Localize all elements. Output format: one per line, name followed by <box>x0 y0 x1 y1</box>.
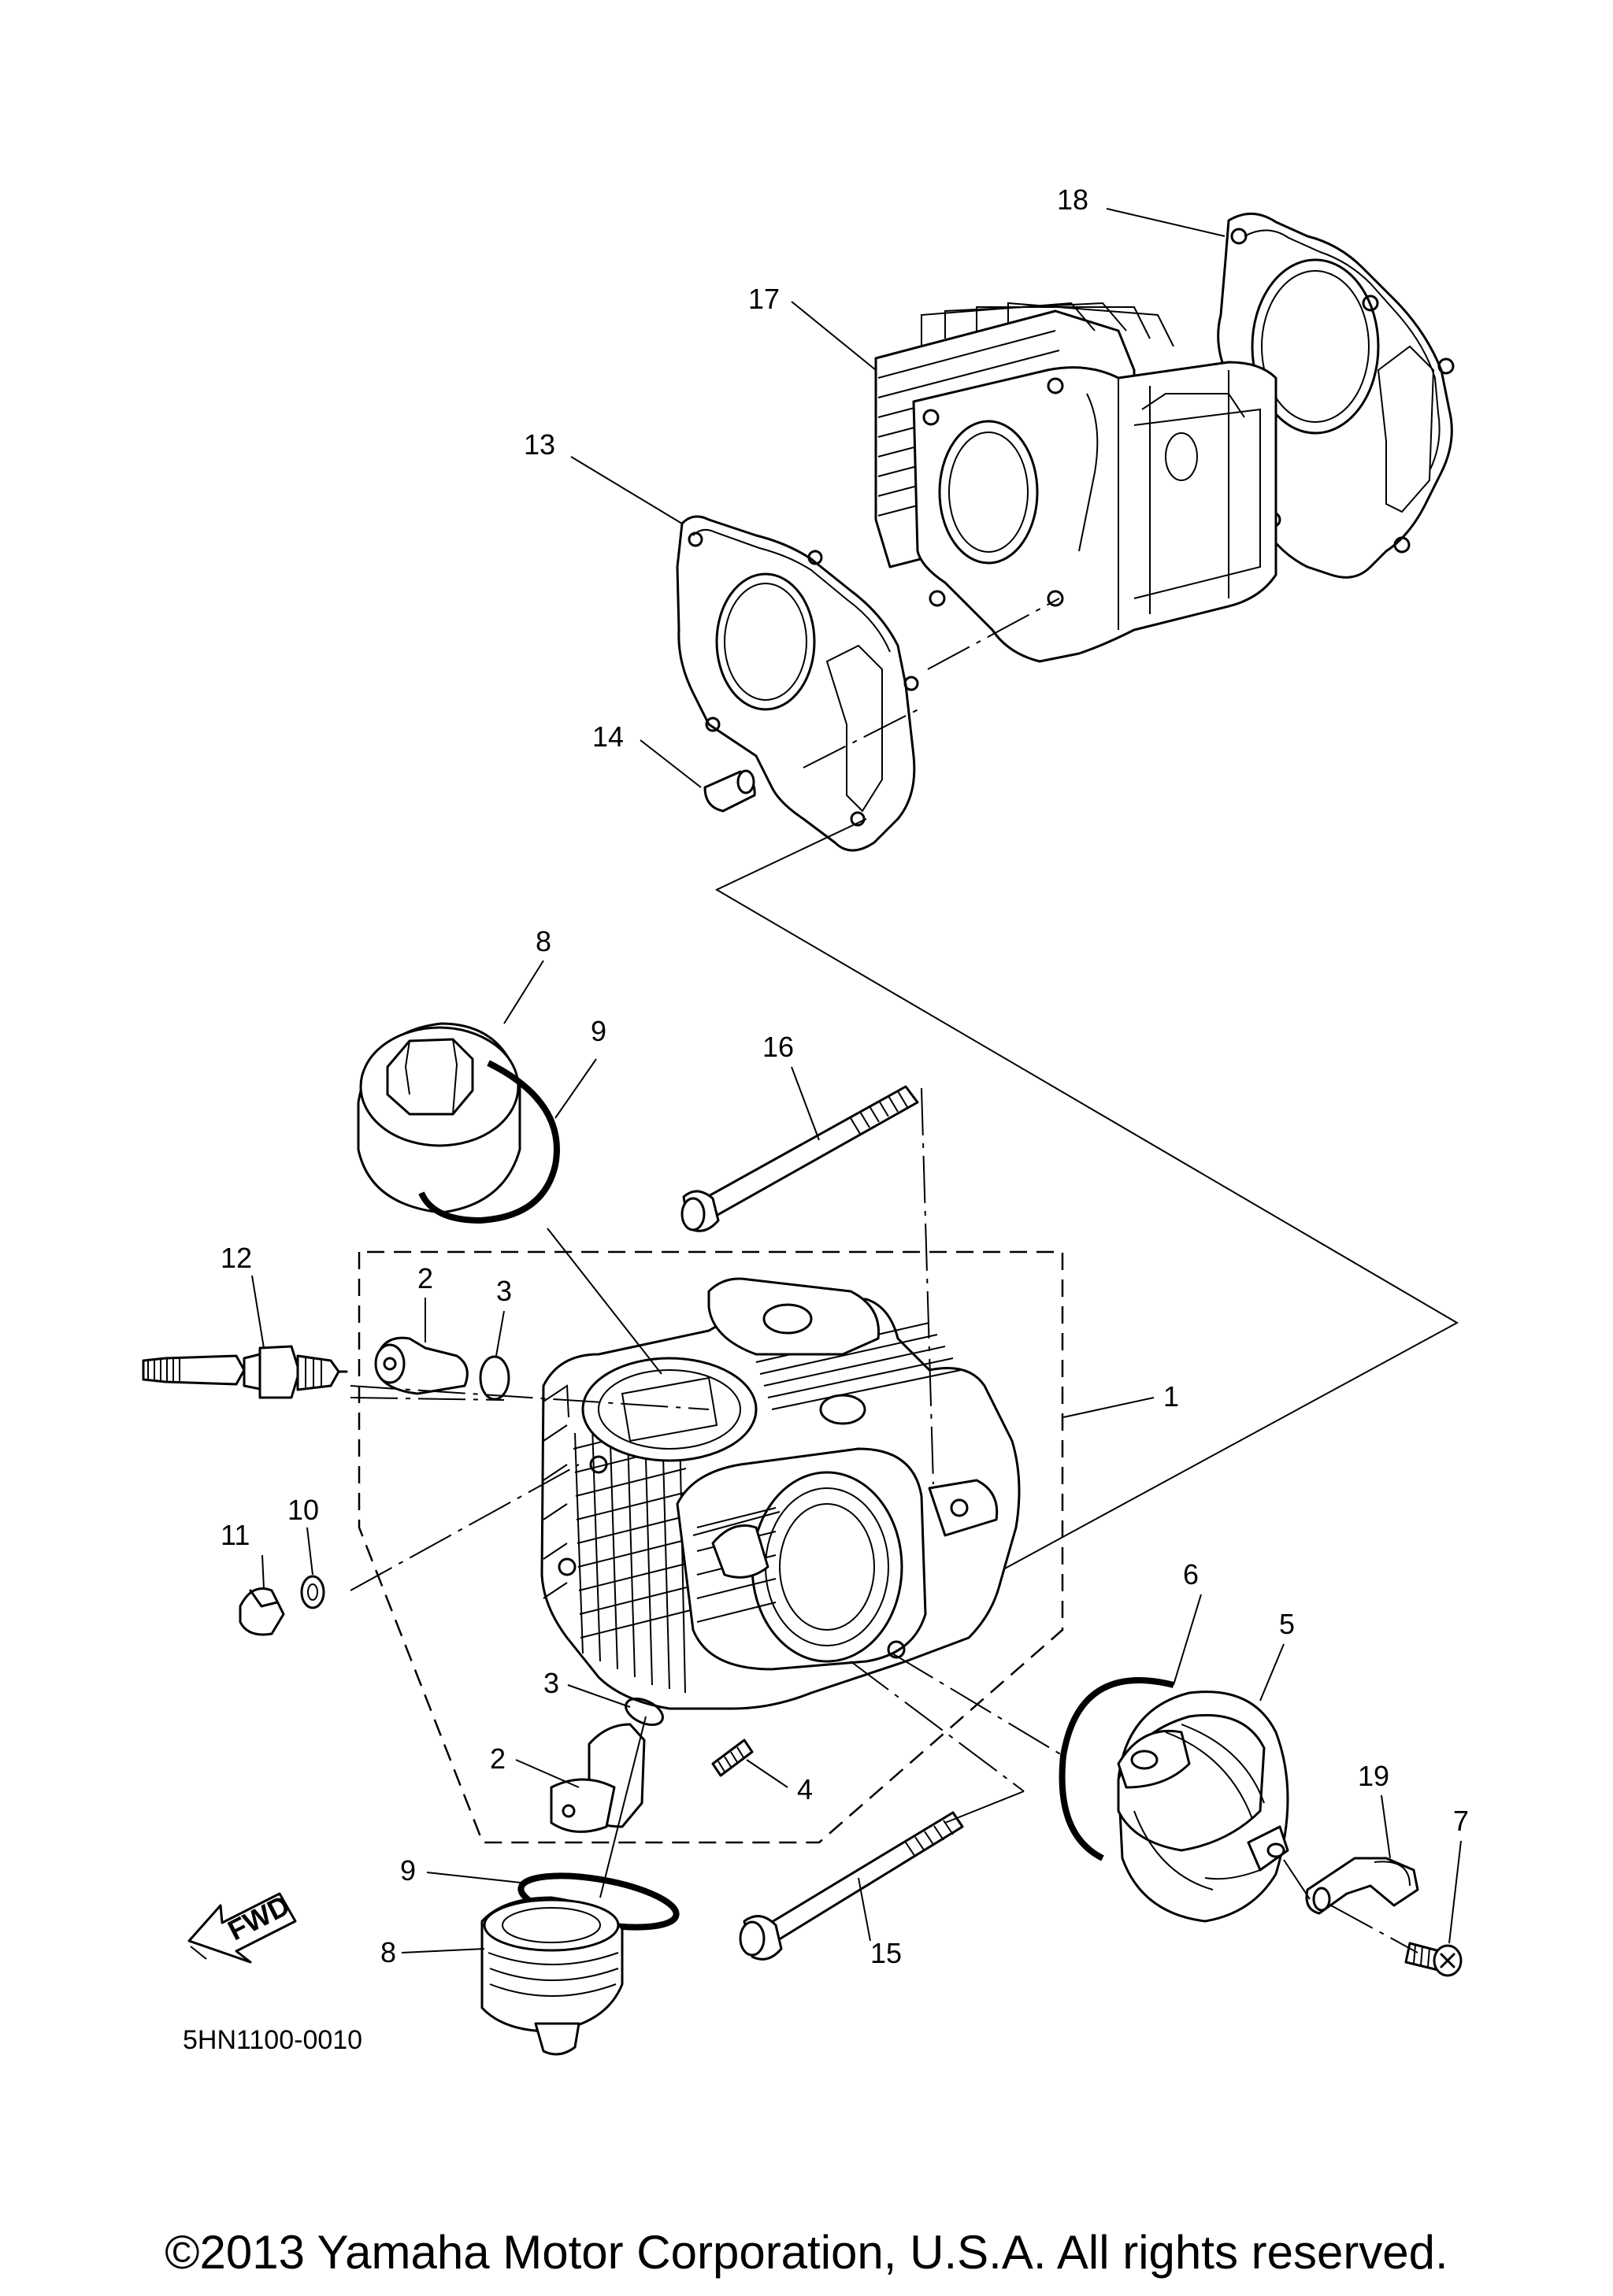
part-8-cap-bottom <box>480 1896 624 2056</box>
part-11-plug <box>239 1587 285 1636</box>
part-17-cylinder <box>874 302 1277 663</box>
callout-18: 18 <box>1057 183 1088 216</box>
part-12-spark-plug <box>142 1345 348 1399</box>
callout-4: 4 <box>797 1773 813 1805</box>
callout-15: 15 <box>870 1937 902 1969</box>
part-8-cap-top <box>357 1022 521 1214</box>
callout-2-top: 2 <box>417 1262 433 1294</box>
part-5-side-cover <box>1117 1691 1289 1923</box>
part-4-stud <box>711 1739 754 1777</box>
callout-17: 17 <box>748 283 780 315</box>
fwd-arrow-icon: FWD <box>187 1889 297 1964</box>
part-1-cylinder-head <box>540 1277 1021 1710</box>
leader-lines <box>251 208 1462 1953</box>
part-14-dowel-pin <box>703 769 756 813</box>
callout-5: 5 <box>1279 1608 1295 1640</box>
callout-3-bottom: 3 <box>543 1667 559 1699</box>
part-10-washer <box>300 1575 325 1609</box>
diagram-code: 5HN1100-0010 <box>183 2025 362 2055</box>
callout-13: 13 <box>524 428 555 461</box>
callout-9-top: 9 <box>591 1015 606 1047</box>
part-19-clamp <box>1305 1857 1419 1915</box>
callout-7: 7 <box>1453 1805 1469 1837</box>
callout-19: 19 <box>1358 1760 1389 1792</box>
callout-1: 1 <box>1163 1380 1179 1413</box>
callout-labels: 18 17 13 14 8 9 16 12 2 3 1 10 11 3 2 4 … <box>221 183 1469 1969</box>
part-13-base-gasket <box>676 515 919 852</box>
callout-2-bottom: 2 <box>490 1742 506 1775</box>
part-15-bolt <box>739 1811 964 1961</box>
part-7-screw <box>1404 1942 1463 1977</box>
callout-16: 16 <box>762 1031 794 1063</box>
copyright-notice: ©2013 Yamaha Motor Corporation, U.S.A. A… <box>165 2226 1448 2279</box>
callout-8-bottom: 8 <box>380 1936 396 1968</box>
part-3-o-ring-top <box>479 1355 510 1401</box>
callout-14: 14 <box>592 720 624 753</box>
part-3-o-ring-bottom <box>625 1697 664 1727</box>
callout-11: 11 <box>221 1519 250 1551</box>
part-6-o-ring <box>1059 1677 1174 1861</box>
callout-8-top: 8 <box>536 925 551 957</box>
callout-3-top: 3 <box>496 1275 512 1307</box>
callout-12: 12 <box>221 1242 252 1274</box>
part-9-o-ring-top <box>418 1060 560 1224</box>
part-2-plug-bottom <box>550 1723 646 1833</box>
part-16-bolt <box>680 1085 919 1232</box>
callout-10: 10 <box>287 1494 319 1526</box>
part-2-plug-top <box>374 1336 469 1395</box>
callout-9-bottom: 9 <box>400 1854 416 1887</box>
callout-6: 6 <box>1183 1558 1199 1591</box>
